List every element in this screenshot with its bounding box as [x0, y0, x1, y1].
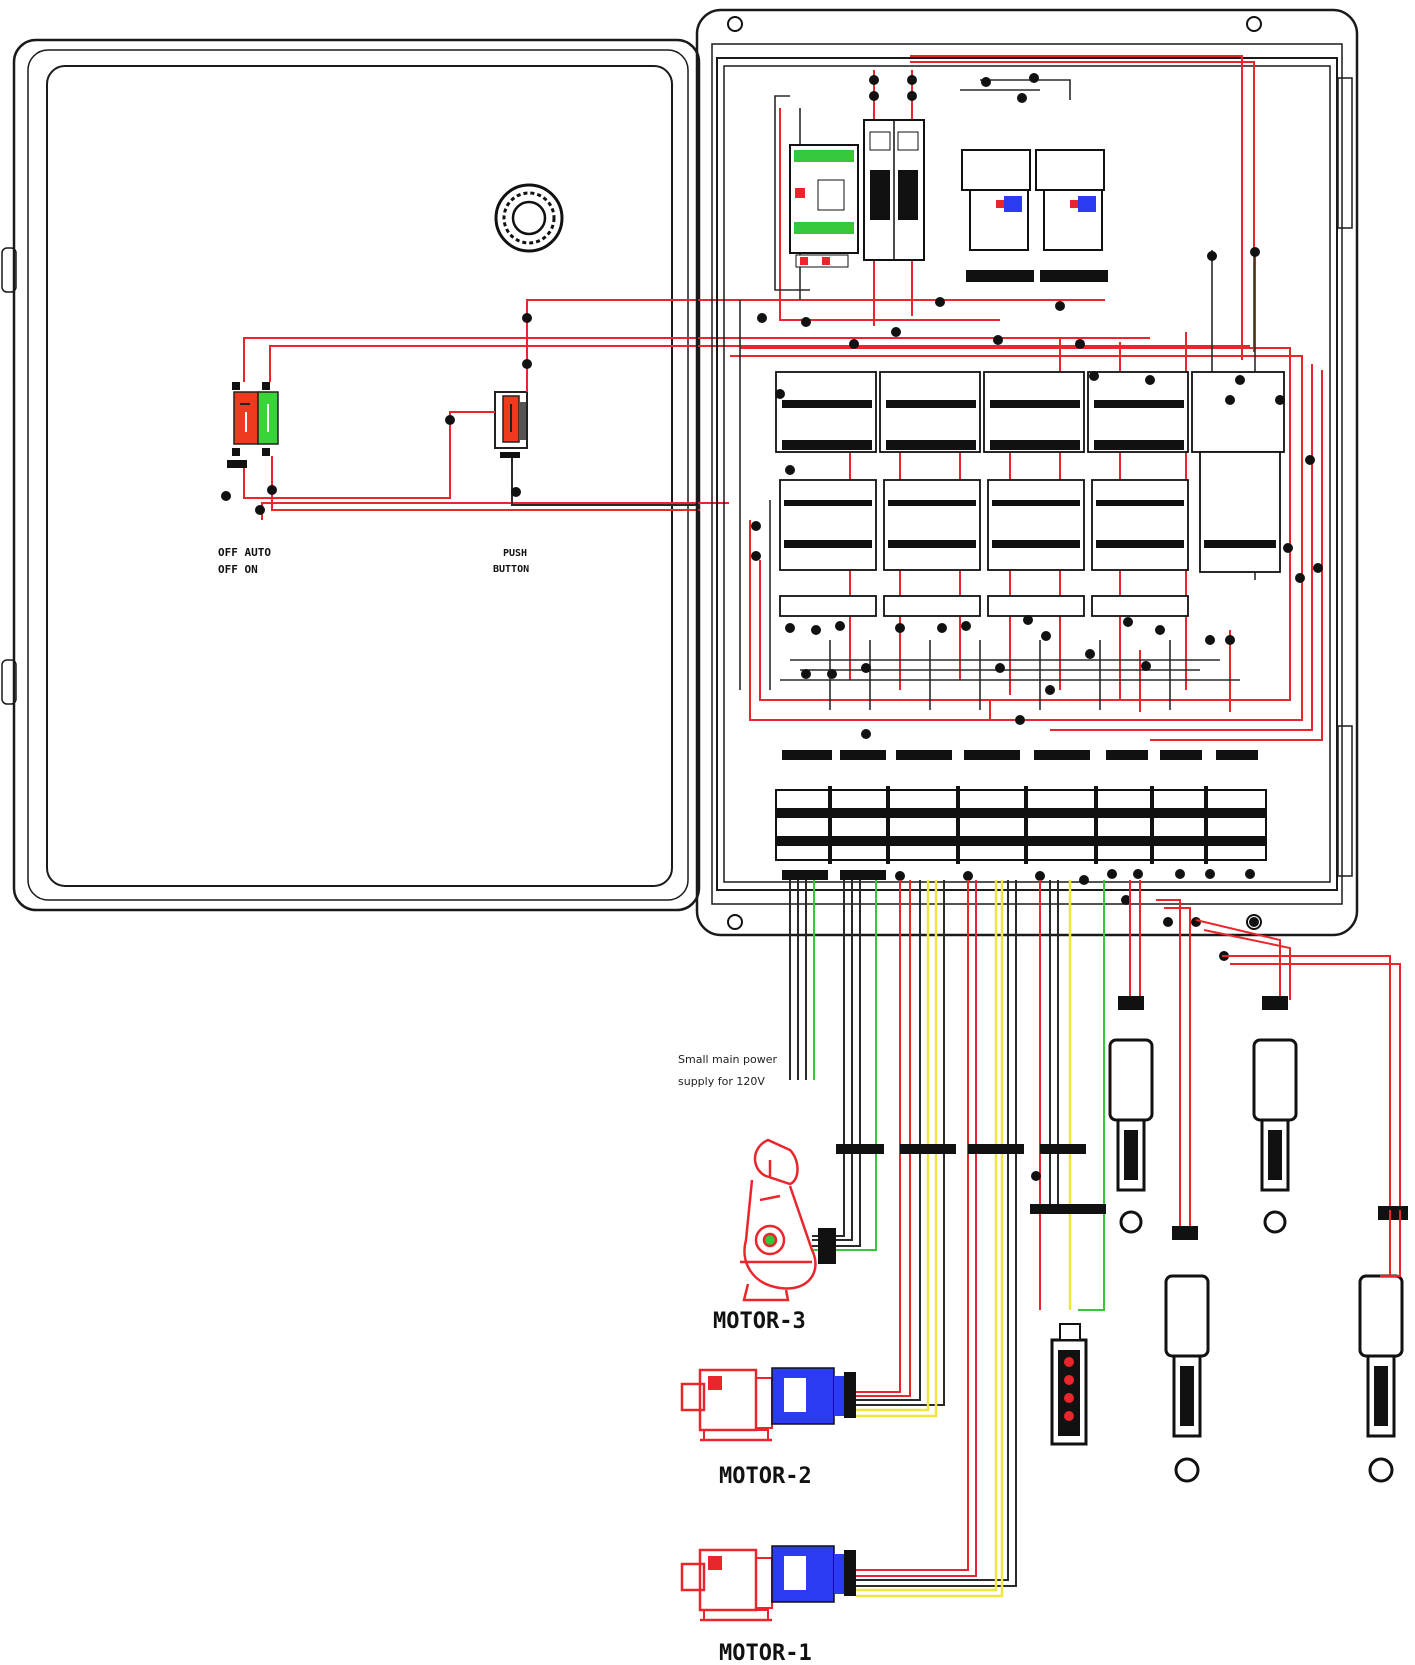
button-label-bottom: BUTTON: [493, 564, 529, 575]
limit-switch-wiring: [1179, 1210, 1401, 1277]
limit-switch-1-icon: [1108, 996, 1154, 1234]
contactor-terminal-marks: [782, 400, 1276, 548]
motor-3-label: MOTOR-3: [713, 1309, 806, 1334]
enclosure-panel: [695, 8, 1359, 937]
selector-label-bottom: OFF ON: [218, 563, 258, 576]
power-note-line-1: Small main power: [678, 1053, 778, 1066]
motor-2-label: MOTOR-2: [719, 1464, 812, 1489]
contactor-bank: [775, 371, 1285, 617]
field-wiring-power: [856, 880, 1401, 1577]
limit-switch-3-icon: [1164, 1226, 1210, 1483]
terminal-strip: [775, 750, 1267, 880]
pilot-light-icon: [494, 183, 564, 253]
selector-switch-icon: [227, 382, 279, 468]
motor-3-icon: [740, 1138, 817, 1302]
mount-hole-icons: [727, 16, 1262, 930]
panel-wire-nodes: [751, 73, 1323, 961]
main-breaker: [863, 119, 925, 261]
field-wiring-signal: [856, 880, 1072, 1598]
push-button-icon: [494, 391, 528, 458]
motor-2-icon: [680, 1367, 856, 1442]
motor-1-icon: [680, 1545, 856, 1622]
terminal-strip-dividers: [828, 786, 1208, 864]
button-label-top: PUSH: [503, 548, 527, 559]
power-note-line-2: supply for 120V: [678, 1075, 765, 1088]
overload-relay-1: [961, 149, 1034, 282]
motor-1-label: MOTOR-1: [719, 1641, 812, 1665]
pendant-station-icon: [1050, 1323, 1088, 1446]
door-wire-nodes: [221, 313, 532, 515]
control-relay-module: [789, 144, 859, 268]
selector-label-top: OFF AUTO: [218, 546, 271, 559]
limit-switch-2-icon: [1252, 996, 1298, 1234]
enclosure-door: [1, 38, 701, 912]
field-wire-nodes: [818, 1144, 1106, 1264]
overload-relay-2: [1035, 149, 1108, 282]
